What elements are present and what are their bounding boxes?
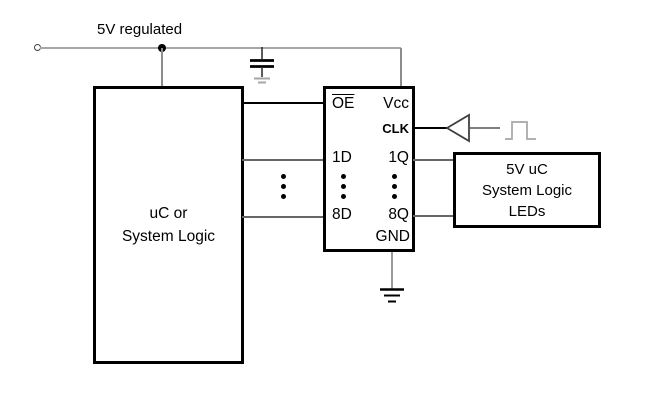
ellipsis-dots: [281, 194, 286, 199]
source-logic-block: uC or System Logic: [93, 86, 244, 364]
wire-8d: [242, 216, 325, 218]
clock-pulse-icon: [505, 121, 536, 140]
wire-1q: [413, 159, 454, 161]
wire-drop-to-vcc: [400, 48, 402, 86]
pin-gnd: GND: [375, 228, 410, 245]
register-ic-block: [323, 86, 415, 252]
clock-buffer-icon: [445, 113, 470, 143]
led-logic-block: 5V uC System Logic LEDs: [453, 152, 601, 228]
wire-gnd-stem: [391, 252, 393, 289]
pin-oe: OE: [332, 95, 355, 112]
ellipsis-dots: [281, 184, 286, 189]
wire-1d: [242, 159, 325, 161]
wire-oe: [242, 102, 325, 104]
ellipsis-dots: [392, 194, 397, 199]
wire-drop-to-source: [161, 48, 163, 86]
ellipsis-dots: [341, 174, 346, 179]
pin-1q: 1Q: [388, 149, 409, 166]
ellipsis-dots: [281, 174, 286, 179]
ellipsis-dots: [341, 194, 346, 199]
wire-8q: [413, 215, 454, 217]
source-logic-label-line2: System Logic: [121, 228, 216, 245]
capacitor-icon: [250, 47, 274, 84]
pin-8d: 8D: [332, 206, 352, 223]
led-block-label-line3: LEDs: [508, 202, 546, 220]
ground-icon: [380, 288, 404, 303]
pin-vcc: Vcc: [383, 95, 409, 112]
led-block-label-line2: System Logic: [481, 181, 573, 199]
ellipsis-dots: [341, 184, 346, 189]
led-block-label-line1: 5V uC: [506, 160, 548, 178]
wire-clk: [413, 127, 447, 129]
wire-clk-source: [470, 127, 500, 129]
ellipsis-dots: [392, 184, 397, 189]
wire-5v-rail: [40, 47, 401, 49]
pin-1d: 1D: [332, 149, 352, 166]
pin-clk: CLK: [382, 121, 409, 136]
ellipsis-dots: [392, 174, 397, 179]
source-logic-label-line1: uC or: [149, 205, 188, 222]
pin-8q: 8Q: [388, 206, 409, 223]
rail-label: 5V regulated: [97, 21, 183, 38]
